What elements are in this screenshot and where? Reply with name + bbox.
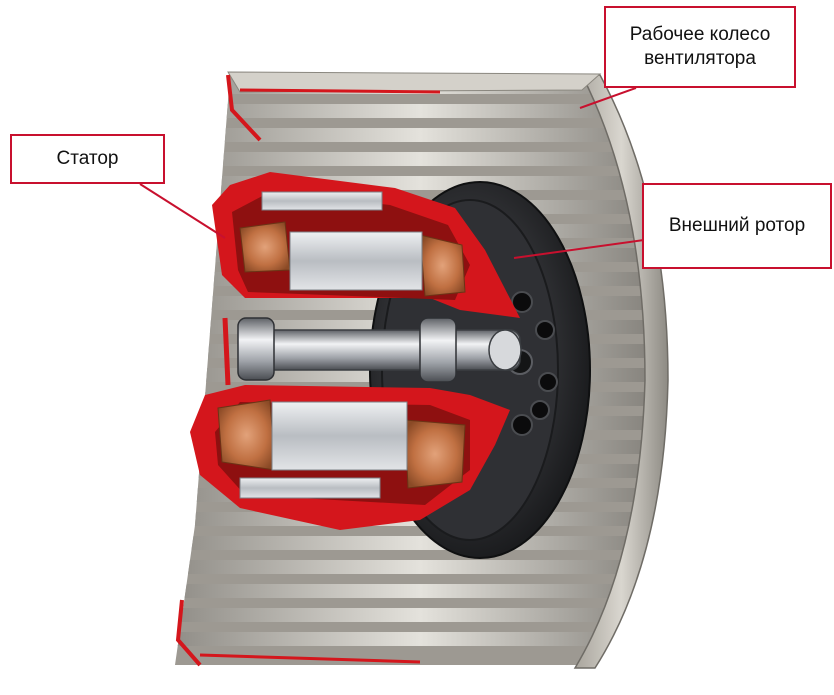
bearing-left [237, 317, 275, 381]
shaft-assembly [222, 317, 522, 386]
rotor-bolt-hole [511, 291, 533, 313]
copper-winding [419, 234, 466, 297]
callout-leaders [139, 87, 645, 259]
impeller-callout: Рабочее колесо вентилятора [604, 6, 796, 88]
stator-lamination-top [261, 191, 383, 211]
stator-upper [212, 172, 520, 318]
shaft [249, 329, 521, 371]
stator-callout-label: Статор [56, 148, 119, 169]
stator-callout: Статор [10, 134, 165, 184]
impeller-leader-line [579, 87, 637, 109]
rotor-callout: Внешний ротор [642, 183, 832, 269]
stator-lamination-bottom [239, 477, 381, 499]
rotor-bolt-hole [511, 414, 533, 436]
copper-winding [217, 399, 276, 471]
stator-lower [190, 385, 510, 530]
rotor-callout-label: Внешний ротор [668, 215, 806, 236]
rotor-bolt-hole [530, 400, 550, 420]
copper-winding [239, 221, 291, 273]
copper-winding [404, 419, 466, 489]
bearing-right [419, 317, 457, 383]
rotor-leader-line [513, 239, 645, 259]
stator-core [289, 231, 423, 291]
impeller-callout-line1: Рабочее колесо [629, 24, 771, 45]
rotor-bolt-hole [538, 372, 558, 392]
stator-core [271, 401, 408, 471]
impeller-callout-line2: вентилятора [644, 48, 756, 69]
stator-leader-line [139, 183, 226, 239]
rotor-bolt-hole [535, 320, 555, 340]
